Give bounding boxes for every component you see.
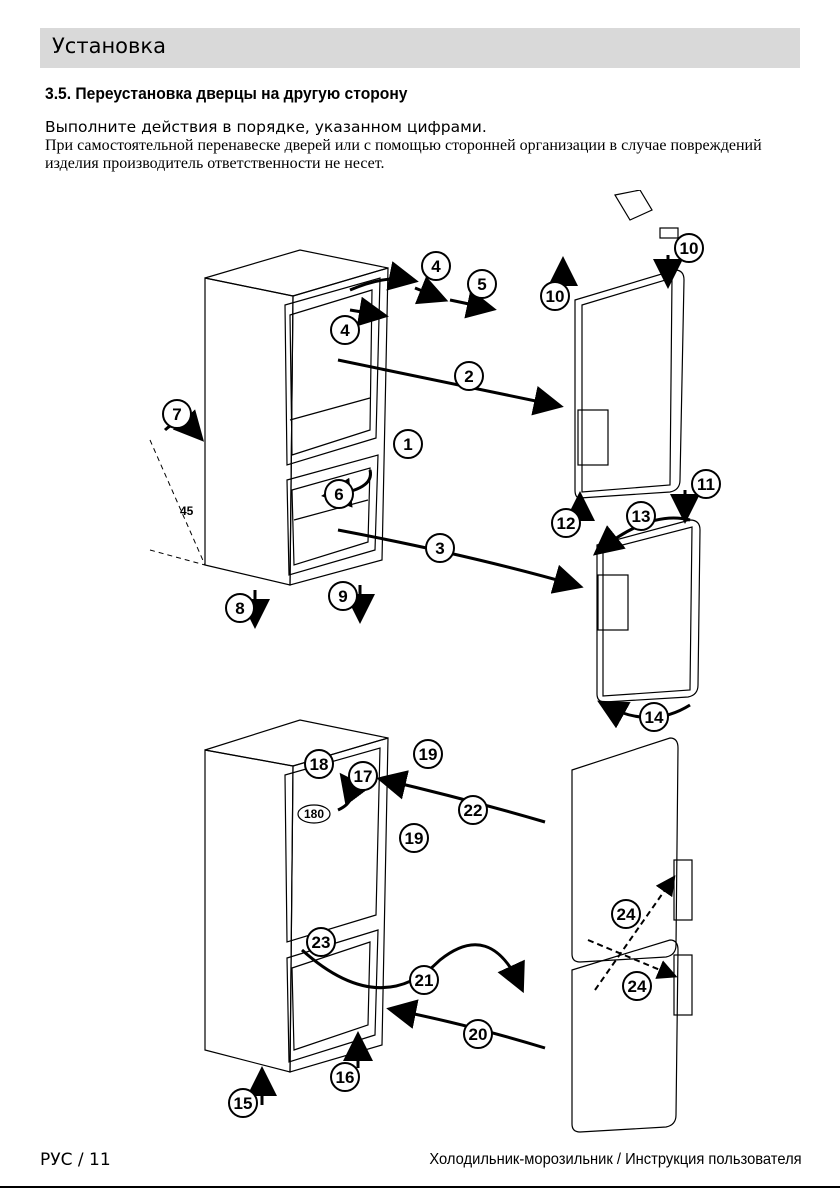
page-number: РУС / 11: [40, 1150, 111, 1170]
tilt-angle-guide: 45: [149, 439, 206, 566]
svg-text:11: 11: [697, 475, 715, 494]
document-title: Холодильник-морозильник / Инструкция пол…: [429, 1151, 802, 1168]
step-3: 3: [425, 533, 455, 563]
step-19b: 19: [399, 823, 429, 853]
fridge-door-upper: [574, 269, 685, 499]
svg-text:7: 7: [172, 405, 181, 424]
step-17: 17: [348, 761, 378, 791]
step-24a: 24: [611, 899, 641, 929]
svg-text:19: 19: [405, 829, 424, 848]
svg-text:4: 4: [431, 257, 441, 276]
fridge-cabinet-bottom: 180: [204, 719, 389, 1073]
svg-text:24: 24: [617, 905, 636, 924]
svg-text:1: 1: [403, 435, 412, 454]
freezer-door-upper: [596, 519, 701, 703]
svg-text:5: 5: [477, 275, 486, 294]
svg-text:22: 22: [464, 801, 483, 820]
step-22: 22: [458, 795, 488, 825]
svg-text:18: 18: [310, 755, 329, 774]
svg-text:16: 16: [336, 1068, 355, 1087]
step-15: 15: [228, 1088, 258, 1118]
step-1: 1: [393, 429, 423, 459]
svg-text:20: 20: [469, 1025, 488, 1044]
svg-text:8: 8: [235, 599, 244, 618]
step-10a: 10: [674, 233, 704, 263]
step-24b: 24: [622, 971, 652, 1001]
fridge-cabinet-top: [204, 249, 389, 586]
step-14: 14: [639, 702, 669, 732]
step-12: 12: [551, 508, 581, 538]
step-11: 11: [691, 469, 721, 499]
step-7: 7: [162, 399, 192, 429]
footer-divider: [0, 1186, 840, 1188]
step-21: 21: [409, 965, 439, 995]
fridge-door-lower: [571, 737, 693, 963]
step-5: 5: [467, 269, 497, 299]
svg-text:4: 4: [340, 321, 350, 340]
svg-text:14: 14: [645, 708, 664, 727]
svg-text:17: 17: [354, 767, 373, 786]
hinge-cover-part: [614, 190, 679, 239]
section-header-band: Установка: [40, 28, 800, 68]
step-13: 13: [626, 501, 656, 531]
svg-text:10: 10: [680, 239, 699, 258]
svg-text:6: 6: [334, 485, 343, 504]
step-2: 2: [454, 361, 484, 391]
svg-text:2: 2: [464, 367, 473, 386]
svg-text:10: 10: [546, 287, 565, 306]
step-18: 18: [304, 749, 334, 779]
instruction-line-1: Выполните действия в порядке, указанном …: [45, 118, 487, 136]
step-19a: 19: [413, 739, 443, 769]
step-8: 8: [225, 593, 255, 623]
instruction-warning: При самостоятельной перенавеске дверей и…: [45, 137, 762, 172]
svg-text:24: 24: [628, 977, 647, 996]
svg-text:3: 3: [435, 539, 444, 558]
svg-text:21: 21: [415, 971, 434, 990]
step-20: 20: [463, 1019, 493, 1049]
svg-text:19: 19: [419, 745, 438, 764]
step-6: 6: [324, 479, 354, 509]
step-23: 23: [306, 927, 336, 957]
section-title: Установка: [52, 34, 166, 58]
svg-text:15: 15: [234, 1094, 253, 1113]
svg-text:9: 9: [338, 587, 347, 606]
step-10b: 10: [540, 281, 570, 311]
step-4a: 4: [421, 251, 451, 281]
angle-180-label: 180: [304, 807, 324, 821]
step-16: 16: [330, 1062, 360, 1092]
step-9: 9: [328, 581, 358, 611]
svg-text:12: 12: [557, 514, 576, 533]
freezer-door-lower: [571, 939, 693, 1133]
angle-45-label: 45: [180, 504, 194, 518]
step-markers: 1 2 3 4 4 5 6 7 8 9 10 10 11 12 13 14 15…: [162, 233, 721, 1118]
svg-text:23: 23: [312, 933, 331, 952]
step-4b: 4: [330, 315, 360, 345]
svg-text:13: 13: [632, 507, 651, 526]
door-reversal-diagram: 45 180: [0, 190, 840, 1140]
subsection-heading: 3.5. Переустановка дверцы на другую стор…: [45, 84, 408, 103]
